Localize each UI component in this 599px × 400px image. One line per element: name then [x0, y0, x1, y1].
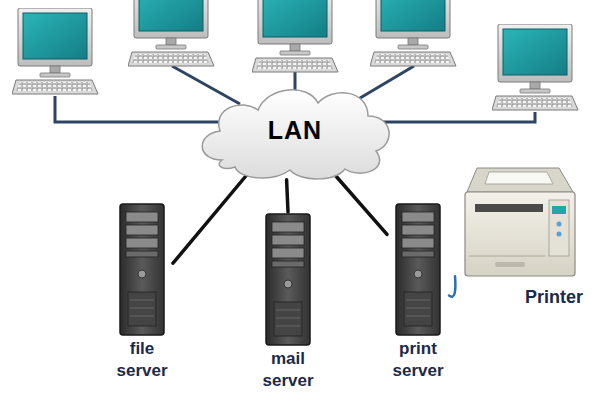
lan-cloud: LAN [190, 78, 400, 183]
server-node: file server [111, 202, 173, 382]
computer-link [55, 96, 225, 122]
network-link [173, 173, 249, 264]
network-link [449, 276, 455, 297]
printer-picture [455, 160, 585, 285]
computer [252, 0, 338, 72]
computer-link [172, 66, 240, 104]
server-tower [264, 212, 312, 347]
server-tower [118, 202, 166, 337]
computer [128, 0, 214, 66]
printer-node: Printer [455, 160, 595, 309]
server-tower [120, 204, 164, 335]
computer-link [370, 112, 535, 122]
network-link [287, 180, 288, 212]
device-label: mail server [257, 348, 319, 392]
device-label: print server [387, 338, 449, 382]
server-node: print server [387, 202, 449, 382]
printer-picture [465, 168, 575, 276]
device-label: file server [111, 338, 173, 382]
server-tower [394, 202, 442, 337]
server-tower [396, 204, 440, 335]
computer [492, 24, 578, 110]
computer [12, 8, 98, 94]
cloud-shape [202, 90, 389, 179]
network-link [333, 173, 387, 235]
device-label: Printer [455, 285, 595, 309]
network-label: LAN [268, 116, 322, 145]
server-node: mail server [257, 212, 319, 392]
server-tower [266, 214, 310, 345]
computer [370, 0, 456, 66]
